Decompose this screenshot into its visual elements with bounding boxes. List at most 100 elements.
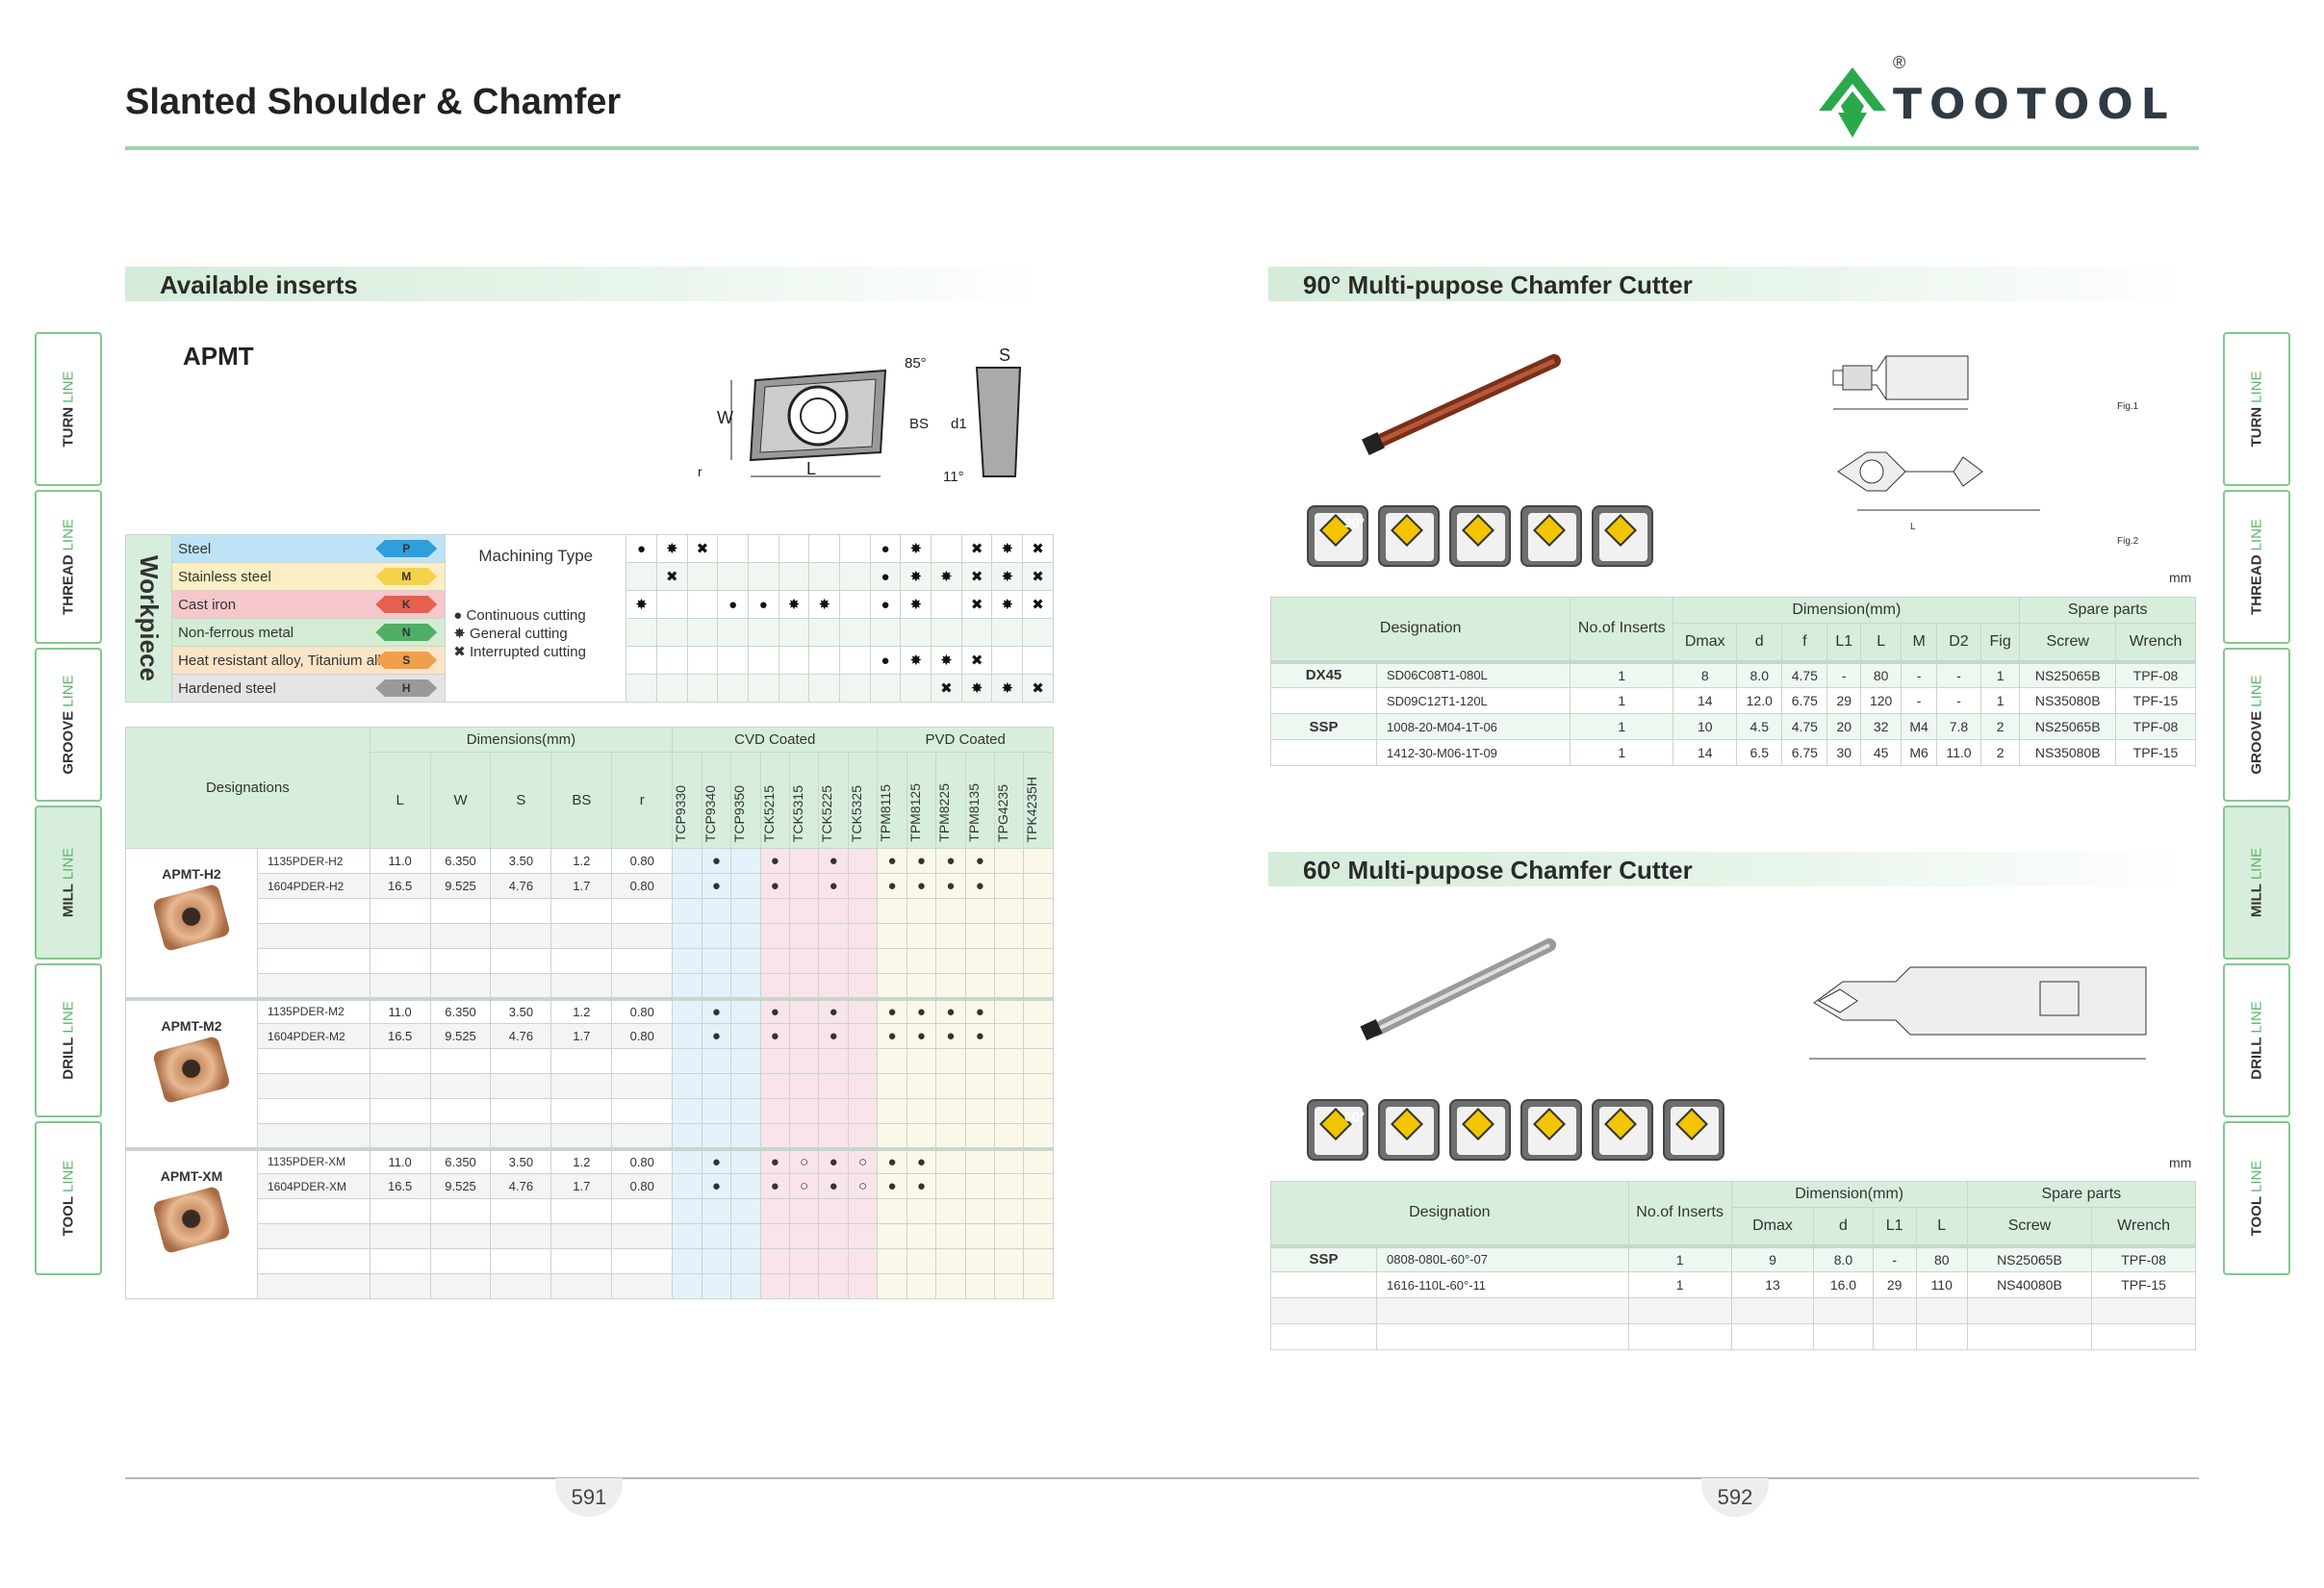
material-name: Steel — [178, 540, 212, 557]
value-cell: - — [1901, 687, 1938, 714]
side-tab-label-sub: LINE — [60, 675, 77, 707]
designation-header: Designation — [1270, 1181, 1629, 1246]
grade-mark — [759, 923, 790, 949]
grade-mark — [1023, 873, 1054, 899]
side-tab-tool[interactable]: TOOLLINE — [35, 1121, 102, 1275]
workpiece-label: Workpiece — [135, 554, 165, 681]
grade-mark — [788, 948, 820, 974]
side-tab-label-main: MILL — [60, 884, 77, 918]
series-cell — [1270, 739, 1377, 766]
dim-value-cell — [611, 1273, 674, 1299]
dim-value-cell — [550, 923, 613, 949]
grade-mark: ● — [906, 873, 937, 899]
dim-value-cell — [369, 1048, 431, 1074]
logo-wordmark: TOOTOOL — [1893, 80, 2176, 129]
grade-mark — [759, 1123, 790, 1149]
dim-value-cell: 3.50 — [490, 1148, 552, 1174]
diagram-s-label: S — [999, 346, 1010, 365]
table-row — [126, 1098, 1054, 1124]
side-tab-label-main: GROOVE — [2248, 710, 2265, 775]
value-cell: TPF-08 — [2091, 1245, 2196, 1272]
value-cell: 6.75 — [1781, 739, 1828, 766]
insert-group-cell: APMT-H2 — [125, 848, 258, 999]
side-tab-groove[interactable]: GROOVE LINE — [2223, 648, 2290, 802]
side-tab-mill[interactable]: MILLLINE — [2223, 806, 2290, 960]
grade-mark — [759, 1198, 790, 1224]
workpiece-mark — [686, 618, 719, 647]
dim-value: 4.76 — [508, 879, 534, 893]
side-tab-drill[interactable]: DRILLLINE — [2223, 963, 2290, 1117]
side-tab-groove[interactable]: GROOVELINE — [35, 648, 102, 802]
dim-value-cell: 1.2 — [550, 848, 613, 874]
operation-icon — [1520, 505, 1582, 567]
value-cell: 2 — [1979, 713, 2021, 740]
empty-cell — [1627, 1297, 1732, 1324]
dim-value-cell — [490, 1048, 552, 1074]
side-tab-label-main: TURN — [2248, 406, 2265, 448]
workpiece-mark: ✸ — [931, 646, 962, 675]
designation-cell: SD09C12T1-120L — [1375, 687, 1571, 714]
operation-icon — [1592, 505, 1653, 567]
grade-mark — [730, 1173, 761, 1199]
workpiece-mark — [931, 618, 962, 647]
grade-mark — [994, 1123, 1025, 1149]
workpiece-mark — [931, 534, 962, 563]
side-tab-label-sub: LINE — [60, 1160, 77, 1192]
dim-value-cell — [611, 973, 674, 999]
grade-mark: ● — [701, 1148, 732, 1174]
grade-mark: ● — [701, 848, 732, 874]
grade-mark: ● — [935, 848, 966, 874]
workpiece-mark — [717, 562, 749, 591]
grade-mark — [906, 1223, 937, 1249]
side-tab-tool[interactable]: TOOLLINE — [2223, 1121, 2290, 1275]
grade-mark — [877, 1073, 907, 1099]
value-cell: 80 — [1915, 1245, 1968, 1272]
value-cell: 10 — [1673, 713, 1738, 740]
side-tab-thread[interactable]: THREADLINE — [35, 490, 102, 644]
dim-value-cell — [429, 923, 492, 949]
workpiece-mark — [778, 534, 810, 563]
workpiece-mark: ● — [747, 590, 779, 619]
grade-mark — [701, 973, 732, 999]
grade-mark — [847, 998, 879, 1024]
side-tab-turn[interactable]: TURNLINE — [2223, 332, 2290, 486]
apmt-insert-diagram: W L 85° BS r S d1 11° — [698, 346, 1022, 485]
dim-col-header: r — [611, 752, 674, 849]
value-cell: 4.75 — [1781, 661, 1828, 688]
operation-icon — [1449, 505, 1511, 567]
empty-cell — [1730, 1297, 1815, 1324]
workpiece-mark — [808, 618, 841, 647]
column-header: Dmax — [1673, 623, 1738, 662]
grade-mark — [788, 1248, 820, 1274]
grade-col-header: TCK5225 — [818, 752, 849, 849]
side-tab-drill[interactable]: DRILLLINE — [35, 963, 102, 1117]
side-tab-label-sub: LINE — [2248, 847, 2265, 881]
side-tab-mill[interactable]: MILLLINE — [35, 806, 102, 960]
dim-value-cell — [550, 1048, 613, 1074]
grade-mark — [788, 1123, 820, 1149]
dim-value: 9.525 — [445, 1029, 476, 1043]
side-tab-label-sub: LINE — [2248, 675, 2265, 707]
value-cell: 4.5 — [1736, 713, 1783, 740]
side-tab-turn[interactable]: TURNLINE — [35, 332, 102, 486]
grade-mark — [964, 973, 996, 999]
dim-value: 9.525 — [445, 1179, 476, 1193]
operation-icon — [1378, 1099, 1440, 1161]
workpiece-mark — [626, 618, 657, 647]
grade-col-header: TCP9340 — [701, 752, 732, 849]
workpiece-mark: ✖ — [1022, 590, 1054, 619]
table-row — [126, 1223, 1054, 1249]
value-cell: 29 — [1872, 1271, 1917, 1298]
grade-name: TCK5225 — [819, 784, 835, 842]
grade-mark — [672, 873, 702, 899]
designations-header: Designations — [125, 727, 370, 849]
dim-value: 9.525 — [445, 879, 476, 893]
side-tab-thread[interactable]: THREADLINE — [2223, 490, 2290, 644]
empty-cell — [1966, 1297, 2093, 1324]
